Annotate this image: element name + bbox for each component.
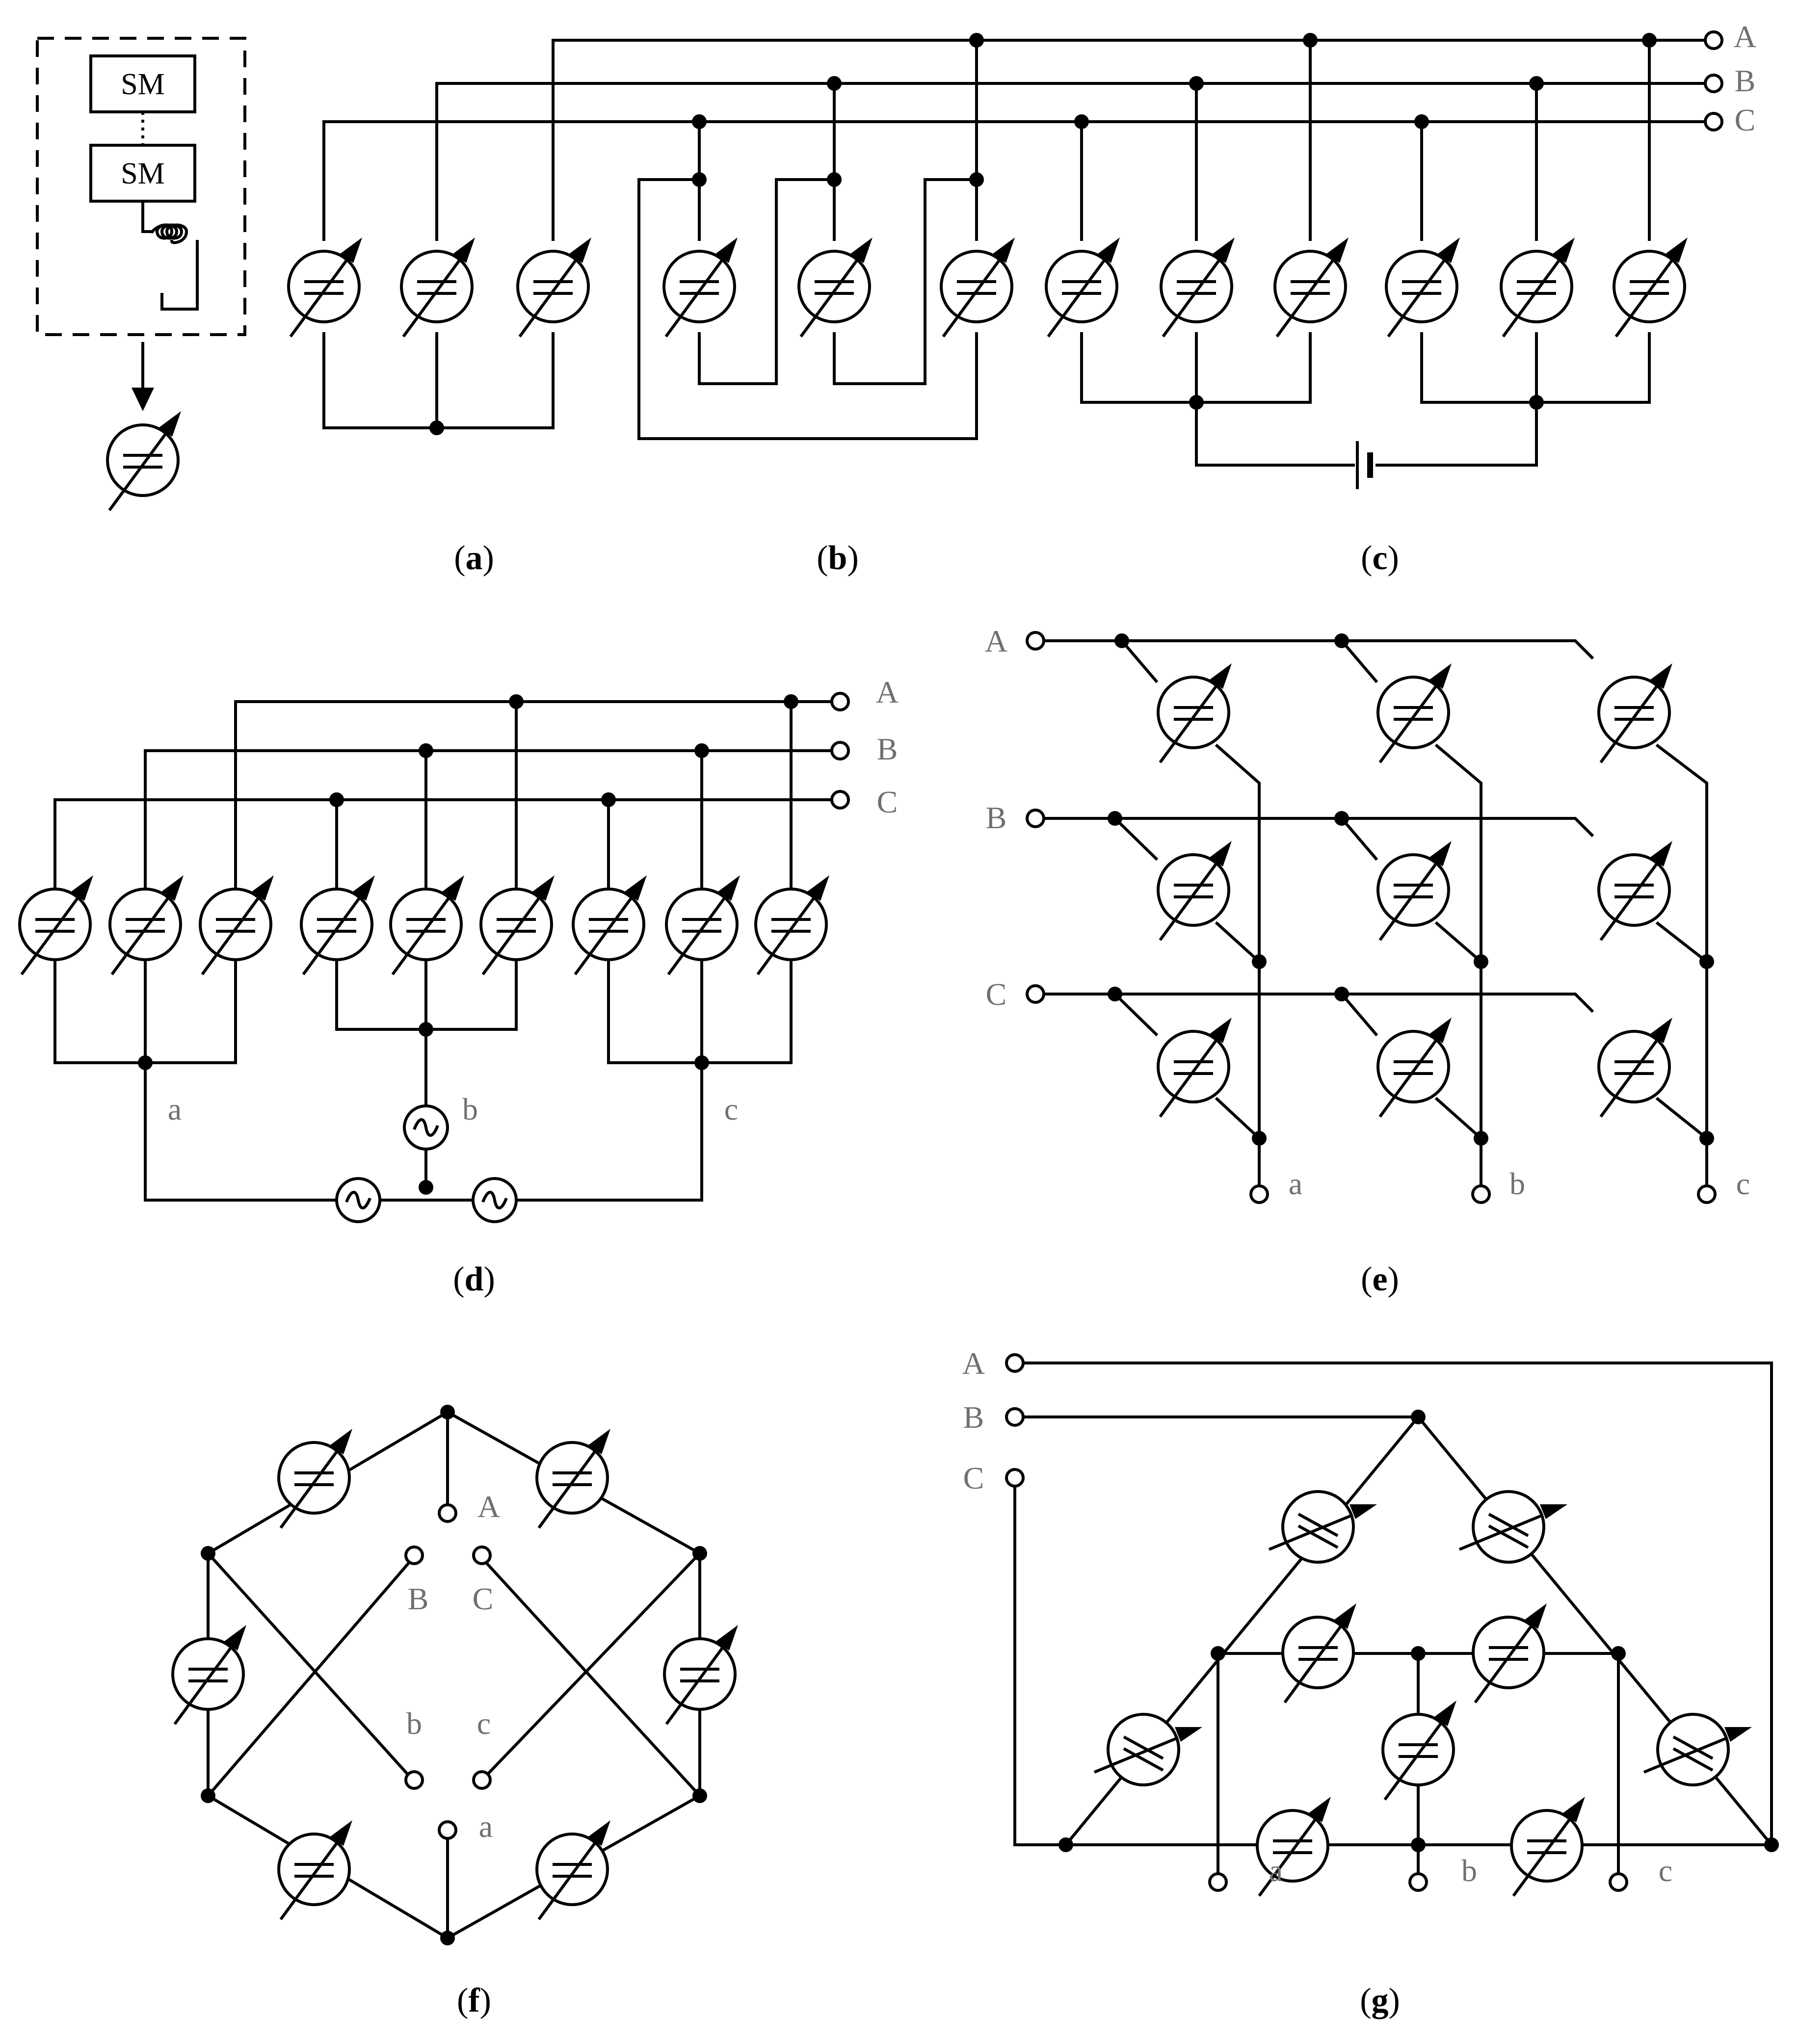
output-label-a: a xyxy=(1289,1166,1302,1201)
output-label-c: c xyxy=(477,1706,491,1741)
variable-voltage-source-icon xyxy=(537,1820,610,1919)
variable-voltage-source-icon xyxy=(1257,1797,1331,1896)
panel-f-arms xyxy=(173,1429,738,1919)
variable-voltage-source-icon xyxy=(1275,237,1349,337)
terminal-label-A: A xyxy=(876,675,899,709)
output-label-c: c xyxy=(1736,1166,1750,1201)
terminal-label-B: B xyxy=(963,1400,984,1435)
output-label-c: c xyxy=(724,1092,738,1127)
submodule-inset: SM SM xyxy=(36,37,246,510)
terminal-label-B: B xyxy=(408,1581,429,1616)
variable-voltage-source-icon xyxy=(20,875,93,974)
output-label-a: a xyxy=(479,1809,493,1844)
terminal-label-A: A xyxy=(962,1346,985,1381)
output-label-b: b xyxy=(462,1092,478,1127)
variable-voltage-source-icon xyxy=(401,237,475,337)
variable-voltage-source-icon xyxy=(1161,237,1235,337)
variable-voltage-source-icon xyxy=(1283,1603,1356,1703)
variable-voltage-source-icon xyxy=(799,237,873,337)
variable-voltage-source-icon xyxy=(279,1820,352,1919)
panel-caption-a: (a) xyxy=(454,539,494,577)
terminal-label-C: C xyxy=(963,1461,984,1495)
variable-voltage-source-icon xyxy=(391,875,464,974)
inset-dashed-frame xyxy=(36,37,246,336)
panel-caption-f: (f) xyxy=(457,1982,491,2019)
output-label-a: a xyxy=(168,1092,182,1127)
variable-voltage-source-icon xyxy=(1046,237,1120,337)
terminal-label-C: C xyxy=(986,977,1007,1012)
panel-caption-e: (e) xyxy=(1361,1260,1399,1298)
terminal-label-B: B xyxy=(1735,63,1756,98)
variable-voltage-source-icon xyxy=(1473,1603,1547,1703)
output-label-b: b xyxy=(1509,1166,1525,1201)
terminal-label-A: A xyxy=(1734,19,1756,54)
variable-voltage-source-icon xyxy=(573,875,647,974)
panel-abc-arms xyxy=(289,237,1688,337)
submodule-label-bottom: SM xyxy=(121,157,165,190)
panel-caption-c: (c) xyxy=(1361,539,1399,577)
panel-caption-b: (b) xyxy=(817,539,859,577)
panel-e-wiring xyxy=(1034,638,1709,1188)
submodule-label-top: SM xyxy=(121,68,165,101)
submodule-box-top xyxy=(89,54,196,113)
variable-voltage-source-icon xyxy=(110,875,184,974)
panel-d-nodes xyxy=(138,692,850,1195)
variable-voltage-source-icon xyxy=(518,237,591,337)
terminal-label-C: C xyxy=(877,785,898,819)
variable-voltage-source-icon xyxy=(664,237,738,337)
panel-e-arms xyxy=(1158,663,1672,1117)
variable-voltage-source-icon xyxy=(301,875,375,974)
variable-voltage-source-icon xyxy=(941,237,1015,337)
terminal-label-A: A xyxy=(985,624,1007,658)
output-label-a: a xyxy=(1269,1853,1283,1888)
output-label-b: b xyxy=(406,1706,422,1741)
variable-voltage-source-icon xyxy=(537,1429,610,1528)
variable-voltage-source-icon xyxy=(107,411,181,510)
terminal-label-C: C xyxy=(473,1581,494,1616)
terminal-label-B: B xyxy=(877,732,898,766)
panel-g-arms xyxy=(1094,1492,1752,1896)
variable-voltage-source-icon xyxy=(664,1625,738,1724)
variable-voltage-source-icon xyxy=(1614,237,1688,337)
variable-voltage-source-icon xyxy=(1644,1714,1752,1785)
variable-voltage-source-icon xyxy=(756,875,829,974)
variable-voltage-source-icon xyxy=(481,875,555,974)
panel-g-nodes xyxy=(1005,1353,1779,1892)
panel-f-nodes xyxy=(201,1405,707,1945)
ac-source-icon xyxy=(404,1106,448,1149)
variable-voltage-source-icon xyxy=(200,875,274,974)
down-arrow-icon xyxy=(132,388,154,411)
variable-voltage-source-icon xyxy=(289,237,362,337)
panel-abc-wiring xyxy=(322,39,1708,489)
variable-voltage-source-icon xyxy=(279,1429,352,1528)
inductor-icon xyxy=(141,200,199,311)
output-label-c: c xyxy=(1659,1853,1672,1888)
submodule-box-bottom xyxy=(89,144,196,203)
panel-caption-d: (d) xyxy=(453,1260,495,1298)
output-label-b: b xyxy=(1461,1853,1477,1888)
terminal-label-C: C xyxy=(1735,103,1756,137)
variable-voltage-source-icon xyxy=(1269,1492,1377,1562)
variable-voltage-source-icon xyxy=(1459,1492,1567,1562)
variable-voltage-source-icon xyxy=(1501,237,1575,337)
panel-f-wiring xyxy=(206,1410,702,1940)
ac-source-icon xyxy=(337,1179,380,1222)
variable-voltage-source-icon xyxy=(1511,1797,1585,1896)
variable-voltage-source-icon xyxy=(666,875,740,974)
variable-voltage-source-icon xyxy=(1386,237,1460,337)
panel-d-wiring xyxy=(53,700,842,1202)
panel-abc-nodes xyxy=(429,30,1723,435)
terminal-label-B: B xyxy=(986,800,1007,835)
variable-voltage-source-icon xyxy=(1383,1701,1456,1800)
terminal-label-A: A xyxy=(477,1489,500,1524)
variable-voltage-source-icon xyxy=(1094,1714,1202,1785)
variable-voltage-source-icon xyxy=(173,1625,246,1724)
panel-caption-g: (g) xyxy=(1360,1982,1400,2019)
panel-e-nodes xyxy=(1026,631,1717,1204)
ac-source-icon xyxy=(473,1179,516,1222)
panel-g-wiring xyxy=(1013,1362,1774,1877)
